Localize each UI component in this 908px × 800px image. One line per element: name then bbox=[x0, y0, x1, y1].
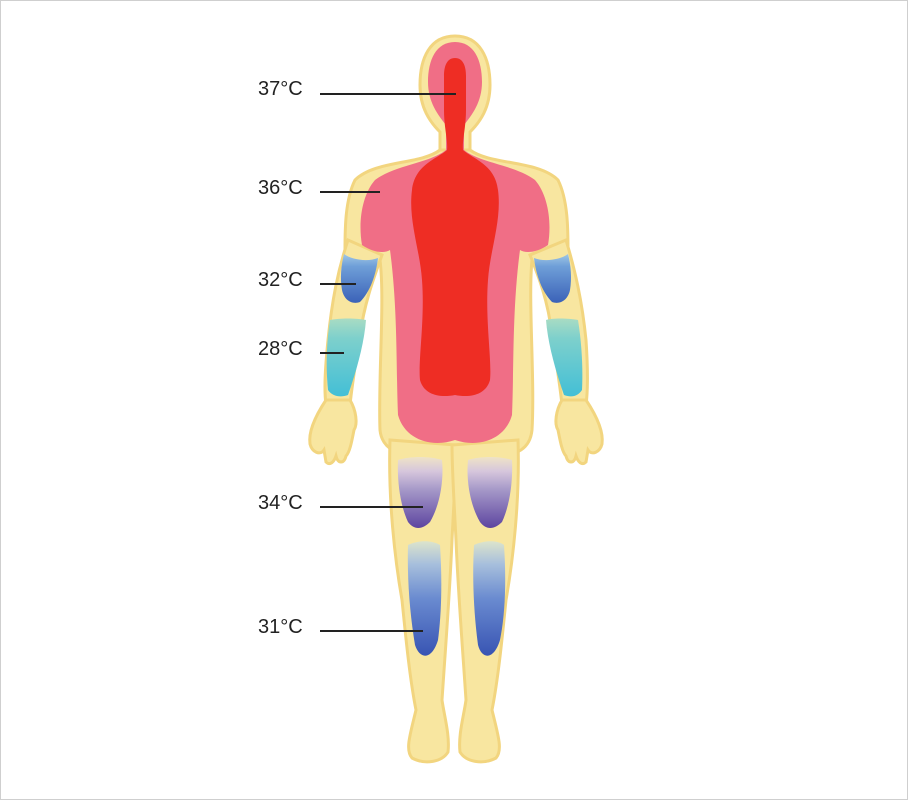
right-upper-arm-zone bbox=[534, 254, 571, 303]
left-forearm-zone bbox=[327, 319, 366, 397]
label-calf-temp: 31°C bbox=[258, 616, 303, 638]
left-hand-shape bbox=[310, 400, 356, 464]
label-thigh-temp: 34°C bbox=[258, 492, 303, 514]
right-hand-shape bbox=[556, 400, 602, 464]
label-forearm-temp: 28°C bbox=[258, 338, 303, 360]
left-upper-arm-zone bbox=[341, 254, 378, 303]
label-torso-temp: 36°C bbox=[258, 177, 303, 199]
right-forearm-zone bbox=[546, 319, 582, 397]
label-upper-arm-temp: 32°C bbox=[258, 269, 303, 291]
label-head-temp: 37°C bbox=[258, 78, 303, 100]
